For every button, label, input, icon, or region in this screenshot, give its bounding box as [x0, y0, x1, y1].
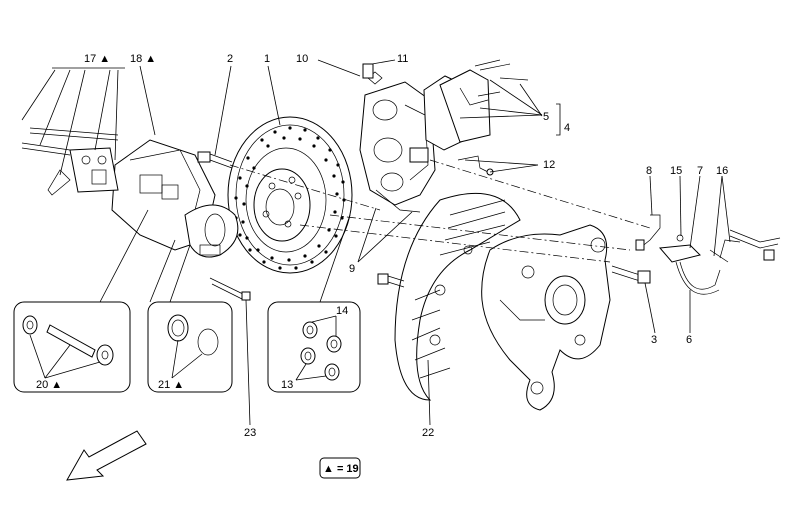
callout-14: 14 — [336, 305, 348, 317]
brake-disc — [227, 116, 353, 274]
callout-4: 4 — [564, 122, 570, 134]
kit-box-13-14 — [267, 301, 361, 393]
callout-21: 21 ▲ — [158, 379, 184, 391]
knuckle-bolt — [611, 265, 651, 284]
brake-caliper — [359, 63, 436, 213]
hub-carrier — [481, 224, 611, 411]
callout-18: 18 ▲ — [130, 53, 156, 65]
callout-2: 2 — [227, 53, 233, 65]
shield-bolt — [377, 273, 405, 288]
callout-10: 10 — [296, 53, 308, 65]
pad-clip — [457, 155, 494, 176]
dust-shield — [394, 192, 521, 401]
callout-15: 15 — [670, 165, 682, 177]
kit-box-21 — [147, 301, 233, 393]
disc-drill-holes — [234, 126, 346, 270]
callout-9: 9 — [349, 263, 355, 275]
callout-22: 22 — [422, 427, 434, 439]
leader-lines — [21, 59, 731, 426]
callout-6: 6 — [686, 334, 692, 346]
callout-8: 8 — [646, 165, 652, 177]
callout-5: 5 — [543, 111, 549, 123]
legend-box — [319, 457, 361, 479]
callout-13: 13 — [281, 379, 293, 391]
callout-3: 3 — [651, 334, 657, 346]
callout-20: 20 ▲ — [36, 379, 62, 391]
legend-text: ▲ = 19 — [323, 463, 359, 475]
long-bolt — [209, 277, 251, 301]
kit-box-20 — [13, 301, 131, 393]
pad-retainer-plate — [47, 147, 119, 196]
callout-17: 17 ▲ — [84, 53, 110, 65]
callout-1: 1 — [264, 53, 270, 65]
front-direction-arrow-icon — [66, 430, 147, 481]
callout-12: 12 — [543, 159, 555, 171]
parking-brake-caliper — [111, 139, 239, 258]
callout-11: 11 — [397, 53, 408, 65]
callout-16: 16 — [716, 165, 728, 177]
brake-pads — [423, 59, 529, 151]
callout-7: 7 — [697, 165, 703, 177]
brake-hoses — [635, 214, 781, 295]
callout-23: 23 — [244, 427, 256, 439]
assembly-axes — [229, 159, 651, 263]
caliper-bolt — [197, 151, 233, 169]
callout-labels: 1 2 3 4 5 6 7 8 9 10 11 12 13 14 15 16 1… — [36, 53, 728, 475]
